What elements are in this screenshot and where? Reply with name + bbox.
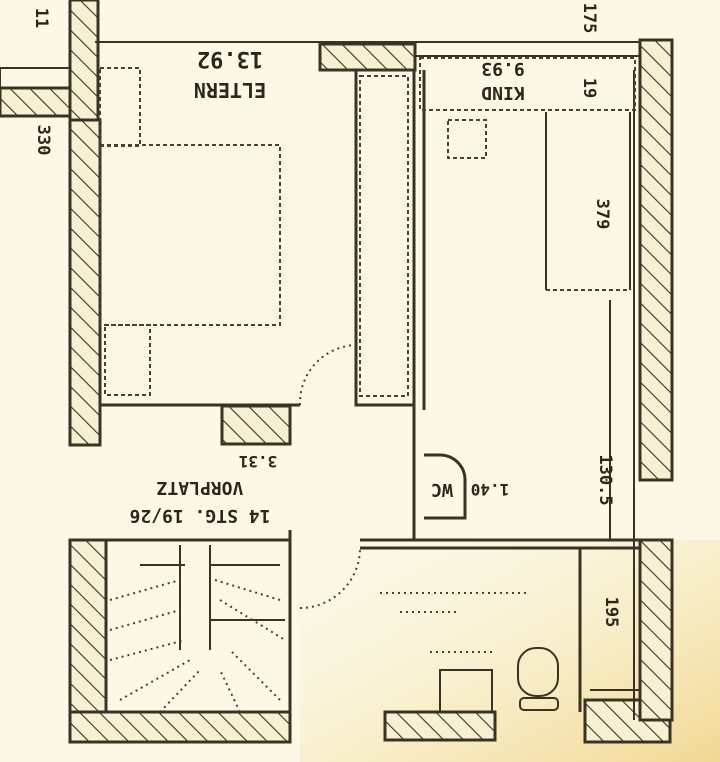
dimension-labels: 379 19 175 330 130.5 195 11 — [31, 3, 621, 628]
furniture — [99, 57, 636, 713]
label-kind-name: KIND — [481, 82, 525, 103]
interior-walls — [95, 41, 640, 720]
dim-left-wall: 330 — [33, 125, 53, 156]
room-labels: 13.92 ELTERN 9.93 KIND 3.31 VORPLATZ 14 … — [130, 46, 525, 526]
label-eltern-area: 13.92 — [197, 46, 263, 71]
label-wc-name: WC — [431, 479, 453, 500]
dim-kind-small: 19 — [579, 78, 599, 98]
dim-top-right: 175 — [579, 3, 599, 34]
outer-walls — [0, 0, 674, 744]
label-kind-area: 9.93 — [481, 58, 524, 79]
label-wc-area: 1.40 — [471, 480, 510, 499]
label-stairs-note: 14 STG. 19/26 — [130, 505, 271, 526]
dim-right-mid: 130.5 — [595, 454, 615, 505]
label-vorplatz-area: 3.31 — [239, 452, 278, 471]
dim-kind-height: 379 — [592, 199, 612, 230]
dim-left-top: 11 — [31, 8, 51, 28]
dim-right-bottom: 195 — [601, 597, 621, 628]
label-eltern-name: ELTERN — [194, 78, 266, 102]
label-vorplatz-name: VORPLATZ — [156, 477, 243, 498]
